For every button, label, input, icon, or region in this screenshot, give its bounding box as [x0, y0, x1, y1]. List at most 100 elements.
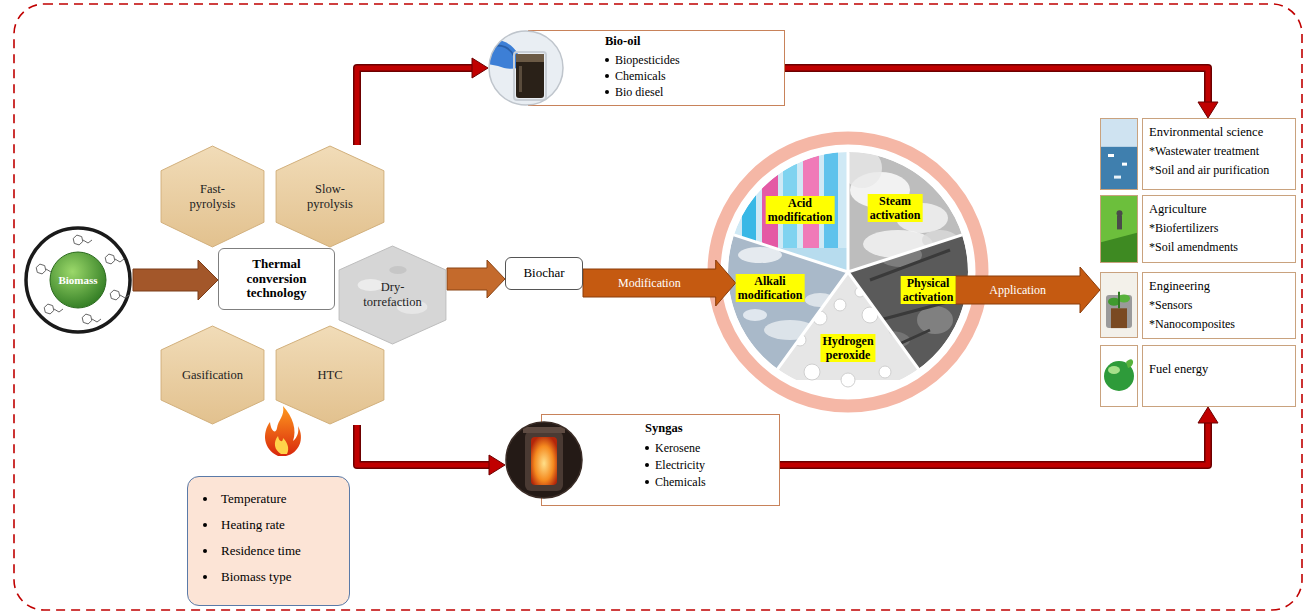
flow-arrow: [357, 58, 488, 145]
graphic-part: [516, 54, 544, 62]
graphic-part: [115, 259, 124, 262]
list-text: Bio diesel: [615, 85, 663, 99]
arrow-outline: [780, 420, 1208, 465]
graphic-part: [525, 431, 563, 491]
arrow-label: Modification: [615, 275, 684, 291]
graphic-part: [105, 254, 115, 264]
wedge-separator: [734, 152, 962, 369]
graphic-part: [389, 266, 406, 274]
list-item: Biopesticides: [605, 52, 781, 68]
product-box: Biochar: [505, 257, 583, 290]
application-box: Fuel energy: [1100, 345, 1296, 407]
graphic-part: [1111, 308, 1127, 328]
panel-frame: Engineering*Sensors*Nanocomposites: [1142, 272, 1296, 339]
method-label: Acid modification: [766, 196, 835, 224]
block-arrow: [447, 260, 505, 298]
arrow-outline: [785, 68, 1208, 105]
bullet-dot: [605, 74, 609, 78]
graphic-part: [1100, 147, 1138, 190]
list-text: *Soil amendments: [1149, 238, 1290, 257]
product-box: SyngasKeroseneElectricityChemicals: [505, 414, 780, 506]
graphic-part: [276, 326, 384, 424]
panel-frame: Agriculture*Biofertilizers*Soil amendmen…: [1142, 195, 1296, 263]
method-text: Physical activation: [903, 276, 954, 304]
graphic-part: [1101, 346, 1138, 407]
bullet-dot: [203, 497, 207, 501]
parameter-box: TemperatureHeating rateResidence timeBio…: [187, 476, 350, 606]
block-arrow: [133, 260, 218, 300]
bullet-dot: [203, 549, 207, 553]
graphic-part: [743, 309, 767, 321]
bullet-dot: [203, 523, 207, 527]
parameter-text: Biomass type: [221, 569, 291, 584]
graphic-part: [54, 309, 63, 312]
wheel-rim: [727, 151, 969, 393]
application-box: Engineering*Sensors*Nanocomposites: [1100, 272, 1296, 339]
graphic-part: [120, 295, 129, 298]
graphic-part: [26, 228, 130, 332]
graphic-part: [1108, 154, 1114, 157]
arrow-line: [780, 420, 1208, 465]
panel-heading: Engineering: [1149, 277, 1290, 296]
arrow-label: Application: [986, 282, 1049, 298]
graphic-part: [1122, 163, 1127, 166]
graphic-part: [83, 240, 92, 243]
arrow-outline: [357, 68, 475, 145]
parameter-text: Heating rate: [221, 517, 285, 532]
graphic-part: [44, 304, 54, 314]
hexagon-label: Fast- pyrolysis: [190, 182, 236, 212]
graphic-part: [110, 290, 120, 300]
arrow-line: [357, 425, 492, 465]
graphic-part: [1101, 273, 1138, 338]
graphic-part: [161, 326, 264, 424]
graphic-part: [1100, 118, 1138, 147]
graphic-part: [841, 373, 855, 387]
graphic-part: [339, 246, 446, 344]
method-label: Hydrogen peroxide: [820, 334, 875, 362]
cycle-ring: [714, 138, 982, 406]
graphic-part: [358, 279, 384, 291]
arrow-head: [489, 455, 505, 475]
hexagon-label: Gasification: [182, 368, 243, 383]
product-box: Bio-oilBiopesticidesChemicalsBio diesel: [488, 30, 785, 106]
arrow-head: [1198, 407, 1218, 423]
list-text: Kerosene: [655, 441, 700, 455]
list-text: Chemicals: [655, 475, 706, 489]
method-text: Acid modification: [768, 196, 833, 224]
graphic-part: [36, 264, 46, 274]
list-item: Biomass type: [203, 564, 341, 590]
graphic-part: [1117, 210, 1123, 216]
parameter-text: Residence time: [221, 543, 301, 558]
list-item: Bio diesel: [605, 84, 781, 100]
graphic-part: [1100, 195, 1138, 263]
circle-label: Biomass: [58, 274, 97, 286]
method-label: Physical activation: [901, 276, 956, 304]
application-icon: [1100, 345, 1138, 407]
hexagon-label: Dry- torrefaction: [363, 280, 421, 310]
fire-icon: [265, 406, 301, 456]
flow-arrow: [780, 407, 1218, 465]
parameter-text: Temperature: [221, 491, 287, 506]
bullet-dot: [605, 58, 609, 62]
list-text: Chemicals: [615, 69, 666, 83]
graphic-part: [514, 52, 546, 100]
arrow-body: [583, 260, 736, 306]
application-box: Agriculture*Biofertilizers*Soil amendmen…: [1100, 195, 1296, 263]
arrow-head: [1198, 102, 1218, 118]
graphic-part: [275, 436, 288, 454]
arrow-line: [357, 68, 475, 145]
list-item: Residence time: [203, 538, 341, 564]
graphic-part: [1118, 292, 1120, 309]
panel-frame: Fuel energy: [1142, 345, 1296, 407]
graphic-part: [1101, 119, 1138, 190]
panel-heading: Bio-oil: [605, 33, 781, 49]
process-hexagon: Fast- pyrolysis: [160, 145, 265, 248]
list-text: *Biofertilizers: [1149, 219, 1290, 238]
block-arrow: [955, 267, 1100, 313]
graphic-part: [1114, 176, 1121, 179]
graphic-part: [73, 235, 83, 245]
list-text: *Nanocomposites: [1149, 315, 1290, 334]
arrow-body: [955, 267, 1100, 313]
panel-content: SyngasKeroseneElectricityChemicals: [645, 420, 776, 491]
list-item: Electricity: [645, 457, 776, 474]
